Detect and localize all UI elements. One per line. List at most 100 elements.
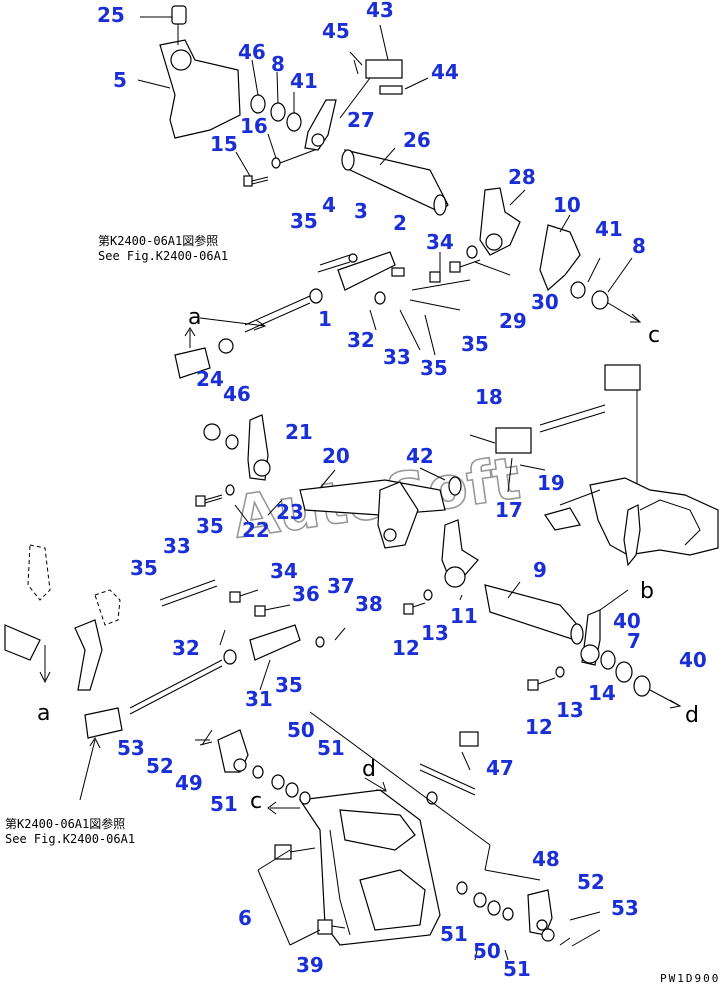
callout-39: 39: [296, 953, 324, 977]
callout-23: 23: [276, 500, 304, 524]
bolts-34-30: [429, 245, 511, 283]
callout-32b: 32: [172, 636, 200, 660]
left-linkage: [4, 544, 123, 801]
bottom-bushings-50-51: [456, 881, 601, 961]
callout-40: 40: [613, 609, 641, 633]
lever-49-spring-47: [199, 711, 541, 881]
callout-52: 52: [146, 754, 174, 778]
callout-11: 11: [450, 604, 478, 628]
callout-41b: 41: [595, 217, 623, 241]
callout-24: 24: [196, 367, 224, 391]
callout-35d: 35: [196, 514, 224, 538]
ref-note-bottom-jp: 第K2400-06A1図参照: [5, 816, 125, 831]
callout-26: 26: [403, 128, 431, 152]
callout-38: 38: [355, 592, 383, 616]
callout-4: 4: [322, 193, 336, 217]
callout-42: 42: [406, 444, 434, 468]
callout-29: 29: [499, 309, 527, 333]
rod-18-block-17: [469, 364, 641, 500]
callout-50b: 50: [473, 939, 501, 963]
callout-15: 15: [210, 132, 238, 156]
callout-8: 8: [271, 52, 285, 76]
callout-28: 28: [508, 165, 536, 189]
callout-22: 22: [242, 518, 270, 542]
callout-37: 37: [327, 574, 355, 598]
callout-12b: 12: [525, 715, 553, 739]
bushings-46-8-41: [250, 59, 302, 132]
callout-34b: 34: [270, 559, 298, 583]
bracket-5: [137, 5, 241, 139]
callout-35b: 35: [461, 332, 489, 356]
callout-19: 19: [537, 471, 565, 495]
callout-32: 32: [347, 328, 375, 352]
shaft-42-arm-20: [299, 467, 462, 549]
connector-c-left: c: [250, 789, 262, 814]
callout-45: 45: [322, 19, 350, 43]
lever-14-bushings: [527, 589, 682, 709]
callout-31: 31: [245, 687, 273, 711]
callout-51c: 51: [440, 922, 468, 946]
callout-12: 12: [392, 636, 420, 660]
ref-note-top-jp: 第K2400-06A1図参照: [98, 233, 218, 248]
callout-41: 41: [290, 69, 318, 93]
connector-c-right: c: [648, 323, 660, 348]
callout-53: 53: [117, 736, 145, 760]
callout-3: 3: [354, 199, 368, 223]
callout-9: 9: [533, 558, 547, 582]
callout-47: 47: [486, 756, 514, 780]
callout-53b: 53: [611, 896, 639, 920]
callout-18: 18: [475, 385, 503, 409]
lever-27-block-43: [304, 24, 429, 151]
callout-48: 48: [532, 847, 560, 871]
callout-7: 7: [627, 629, 641, 653]
callout-51: 51: [317, 736, 345, 760]
callout-34: 34: [426, 230, 454, 254]
link-31-assembly: [129, 579, 346, 715]
pedal-bracket-39: [257, 789, 441, 946]
callout-33: 33: [383, 345, 411, 369]
callout-13: 13: [421, 621, 449, 645]
bottom-arrows: [195, 739, 387, 815]
callout-40b: 40: [679, 648, 707, 672]
callout-5: 5: [113, 68, 127, 92]
callout-27: 27: [347, 108, 375, 132]
connector-b: b: [640, 579, 654, 604]
lever-28-plate-10: [479, 187, 642, 323]
callout-43: 43: [366, 0, 394, 22]
callout-51d: 51: [503, 957, 531, 981]
bushing-46-lever-21: [203, 414, 271, 481]
callout-21: 21: [285, 420, 313, 444]
callout-35c: 35: [420, 356, 448, 380]
callout-35: 35: [290, 209, 318, 233]
callout-14: 14: [588, 681, 616, 705]
callout-35f: 35: [275, 673, 303, 697]
callout-17: 17: [495, 498, 523, 522]
callout-1: 1: [318, 307, 332, 331]
ref-note-top-en: See Fig.K2400-06A1: [98, 249, 228, 263]
callout-50: 50: [287, 718, 315, 742]
callout-20: 20: [322, 444, 350, 468]
callout-52b: 52: [577, 870, 605, 894]
bolt-15-washer-16: [235, 133, 321, 187]
callout-8b: 8: [632, 234, 646, 258]
callout-10: 10: [553, 193, 581, 217]
callout-44: 44: [431, 60, 459, 84]
callout-35e: 35: [130, 556, 158, 580]
callout-36: 36: [292, 582, 320, 606]
callout-2: 2: [393, 211, 407, 235]
connector-a-top: a: [188, 305, 201, 330]
drawing-code: PW1D900: [660, 972, 720, 985]
ref-note-bottom-en: See Fig.K2400-06A1: [5, 832, 135, 846]
connector-a-bottom: a: [37, 701, 50, 726]
callout-25: 25: [97, 3, 125, 27]
callout-16: 16: [240, 114, 268, 138]
connector-d-right: d: [685, 703, 699, 728]
callout-30: 30: [531, 290, 559, 314]
shaft-26: [341, 147, 449, 216]
connector-d-bottom: d: [362, 757, 376, 782]
callout-6: 6: [238, 906, 252, 930]
callout-33b: 33: [163, 534, 191, 558]
callout-46b: 46: [223, 382, 251, 406]
link-1-assembly: [199, 251, 471, 356]
